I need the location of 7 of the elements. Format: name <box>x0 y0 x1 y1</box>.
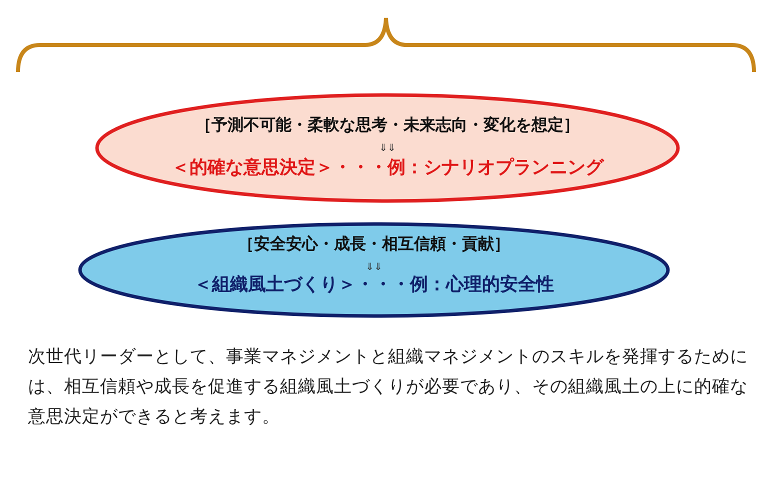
heading-text: ［安全安心・成長・相互信頼・貢献］ <box>238 234 510 255</box>
down-arrows-text: ⇓⇓ <box>366 262 382 273</box>
heading-text: ［予測不可能・柔軟な思考・未来志向・変化を想定］ <box>196 115 580 136</box>
example-text: ＜組織風土づくり＞・・・例：心理的安全性 <box>194 273 554 296</box>
down-arrows-text: ⇓⇓ <box>379 143 396 154</box>
paragraph: 次世代リーダーとして、事業マネジメントと組織マネジメントのスキルを発揮するためには、相互信頼や成長を促進する組織風土づくりが必要であり、その組織風土の上に的確な意思決定ができると考えます。 <box>28 346 749 429</box>
example-text: ＜的確な意思決定＞・・・例：シナリオプランニング <box>172 156 604 179</box>
